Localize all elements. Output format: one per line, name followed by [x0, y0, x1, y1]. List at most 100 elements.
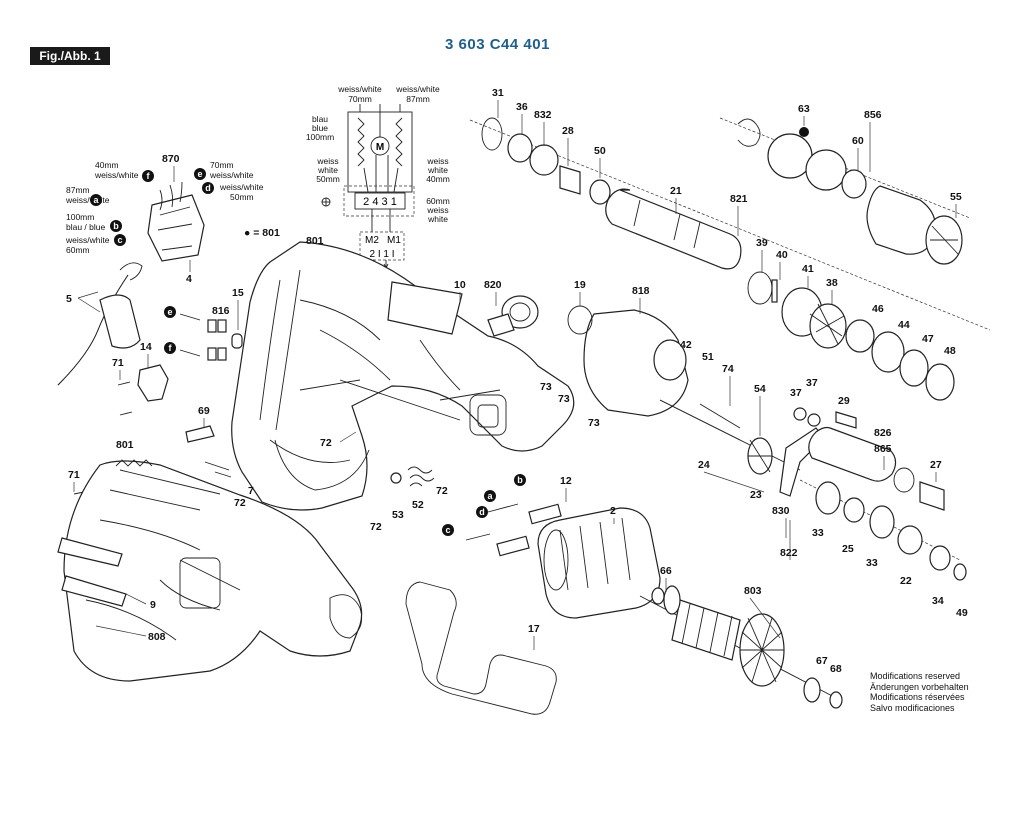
- callout-label: 856: [864, 109, 882, 121]
- callout-label: 822: [780, 547, 798, 559]
- callout-label: 12: [560, 475, 572, 487]
- callout-label: 51: [702, 351, 714, 363]
- wire-label-right-bottom-2: weiss: [426, 205, 448, 215]
- part-number-title: 3 603 C44 401: [445, 36, 550, 53]
- callout-label: 826: [874, 427, 892, 439]
- callout-label: 10: [454, 279, 466, 291]
- wire-label-left-bottom-2: white: [317, 165, 338, 175]
- callout-label: 37: [806, 377, 818, 389]
- callout-label: 29: [838, 395, 850, 407]
- callout-label: 24: [698, 459, 710, 471]
- callout-label: 73: [588, 417, 600, 429]
- callout-label: e: [197, 169, 202, 179]
- callout-label: 68: [830, 663, 842, 675]
- switch-wire-70-b: weiss/white: [209, 170, 254, 180]
- callout-label: 832: [534, 109, 552, 121]
- callout-label: f: [147, 171, 151, 181]
- callout-label: 38: [826, 277, 838, 289]
- callout-label: 50: [594, 145, 606, 157]
- side-panel: [387, 281, 463, 335]
- wire-label-left-bottom-1: weiss: [316, 156, 338, 166]
- callout-label: 4: [186, 273, 192, 285]
- callout-label: 40: [776, 249, 788, 261]
- callout-label: 816: [212, 305, 230, 317]
- field-coil-left: [357, 117, 365, 167]
- intermediate-shaft-assembly: [659, 399, 945, 511]
- switch-wire-100-a: 100mm: [66, 212, 94, 222]
- callout-label: 72: [370, 521, 382, 533]
- modifications-line-en: Modifications reserved: [870, 671, 961, 681]
- figure-label-badge: Fig./Abb. 1: [30, 47, 110, 65]
- wire-label-right-top-1: weiss/white: [395, 84, 440, 94]
- callout-label: 36: [516, 101, 528, 113]
- modifications-line-es: Salvo modificaciones: [870, 702, 955, 713]
- m2-label: M2: [365, 235, 379, 246]
- callout-label: 54: [754, 383, 766, 395]
- callout-label: 7: [248, 485, 254, 497]
- terminal-block: [354, 192, 406, 210]
- wire-label-right-bottom-3: white: [427, 214, 448, 224]
- callout-label: 2: [610, 505, 616, 517]
- callout-label: 821: [730, 193, 748, 205]
- wire-label-right-mid-1: weiss: [426, 156, 448, 166]
- callout-label: 27: [930, 459, 942, 471]
- callout-label: 66: [660, 565, 672, 577]
- callout-label: 37: [790, 387, 802, 399]
- wire-label-right-bottom-1: 60mm: [426, 196, 450, 206]
- callout-label: 17: [528, 623, 540, 635]
- callout-label: b: [113, 221, 119, 231]
- callout-label: 34: [932, 595, 944, 607]
- callout-label: b: [517, 475, 523, 485]
- callout-label: d: [479, 507, 485, 517]
- callout-label: 71: [68, 469, 80, 481]
- callout-label: 63: [798, 103, 810, 115]
- housing-shell: [57, 459, 363, 682]
- callout-label: 42: [680, 339, 692, 351]
- stator: [537, 507, 661, 619]
- gear-housing-assembly: [567, 305, 955, 441]
- callout-labels: 870 4 5 71 14 15 816 69 801 801 71 9 808…: [66, 87, 968, 675]
- switch-wire-100-b: blau / blue: [66, 222, 105, 232]
- wire-label-left-top-1: weiss/white: [337, 84, 382, 94]
- terminal-numbers: 2 4 3 1: [363, 196, 397, 208]
- callout-label: c: [117, 235, 122, 245]
- cord-sleeve: [99, 294, 141, 349]
- callout-label: 46: [872, 303, 884, 315]
- callout-label: 865: [874, 443, 892, 455]
- selector-knob: [487, 295, 539, 337]
- wire-label-left-bottom-3: 50mm: [316, 174, 340, 184]
- callout-label: c: [445, 525, 450, 535]
- callout-label: 52: [412, 499, 424, 511]
- callout-label: 5: [66, 293, 72, 305]
- callout-label: 808: [148, 631, 166, 643]
- wiring-diagram: weiss/white 70mm weiss/white 87mm blau b…: [306, 84, 450, 270]
- switch-wire-87-b: weiss/white: [65, 195, 110, 205]
- callout-label: 55: [950, 191, 962, 203]
- callout-label: 41: [802, 263, 814, 275]
- hammer-tube-assembly: [469, 117, 991, 349]
- callout-label: 72: [234, 497, 246, 509]
- gasket-ring: [405, 581, 557, 715]
- switch-wire-50-a: weiss/white: [219, 182, 264, 192]
- housing-half: [231, 241, 575, 511]
- springs: [390, 466, 435, 487]
- callout-label: 28: [562, 125, 574, 137]
- wire-label-right-top-2: 87mm: [406, 94, 430, 104]
- tool-holder-assembly: [719, 117, 971, 265]
- field-coil-right: [395, 117, 403, 167]
- callout-label: 801: [116, 439, 134, 451]
- letter-markers: a b c d e f a b c d e f: [90, 168, 526, 536]
- callout-label: 44: [898, 319, 910, 331]
- callout-label: 74: [722, 363, 734, 375]
- legend-dot-note: ● = 801: [244, 227, 280, 239]
- callout-label: e: [167, 307, 172, 317]
- callout-label: 25: [842, 543, 854, 555]
- brush-holders: [465, 503, 562, 557]
- callout-label: 53: [392, 509, 404, 521]
- modifications-line-fr: Modifications réservées: [870, 692, 965, 702]
- switch-wire-60-a: weiss/white: [65, 235, 110, 245]
- switch-body: [147, 194, 205, 262]
- callout-label: 49: [956, 607, 968, 619]
- callout-label: 801: [306, 235, 324, 247]
- wire-label-left-top-2: 70mm: [348, 94, 372, 104]
